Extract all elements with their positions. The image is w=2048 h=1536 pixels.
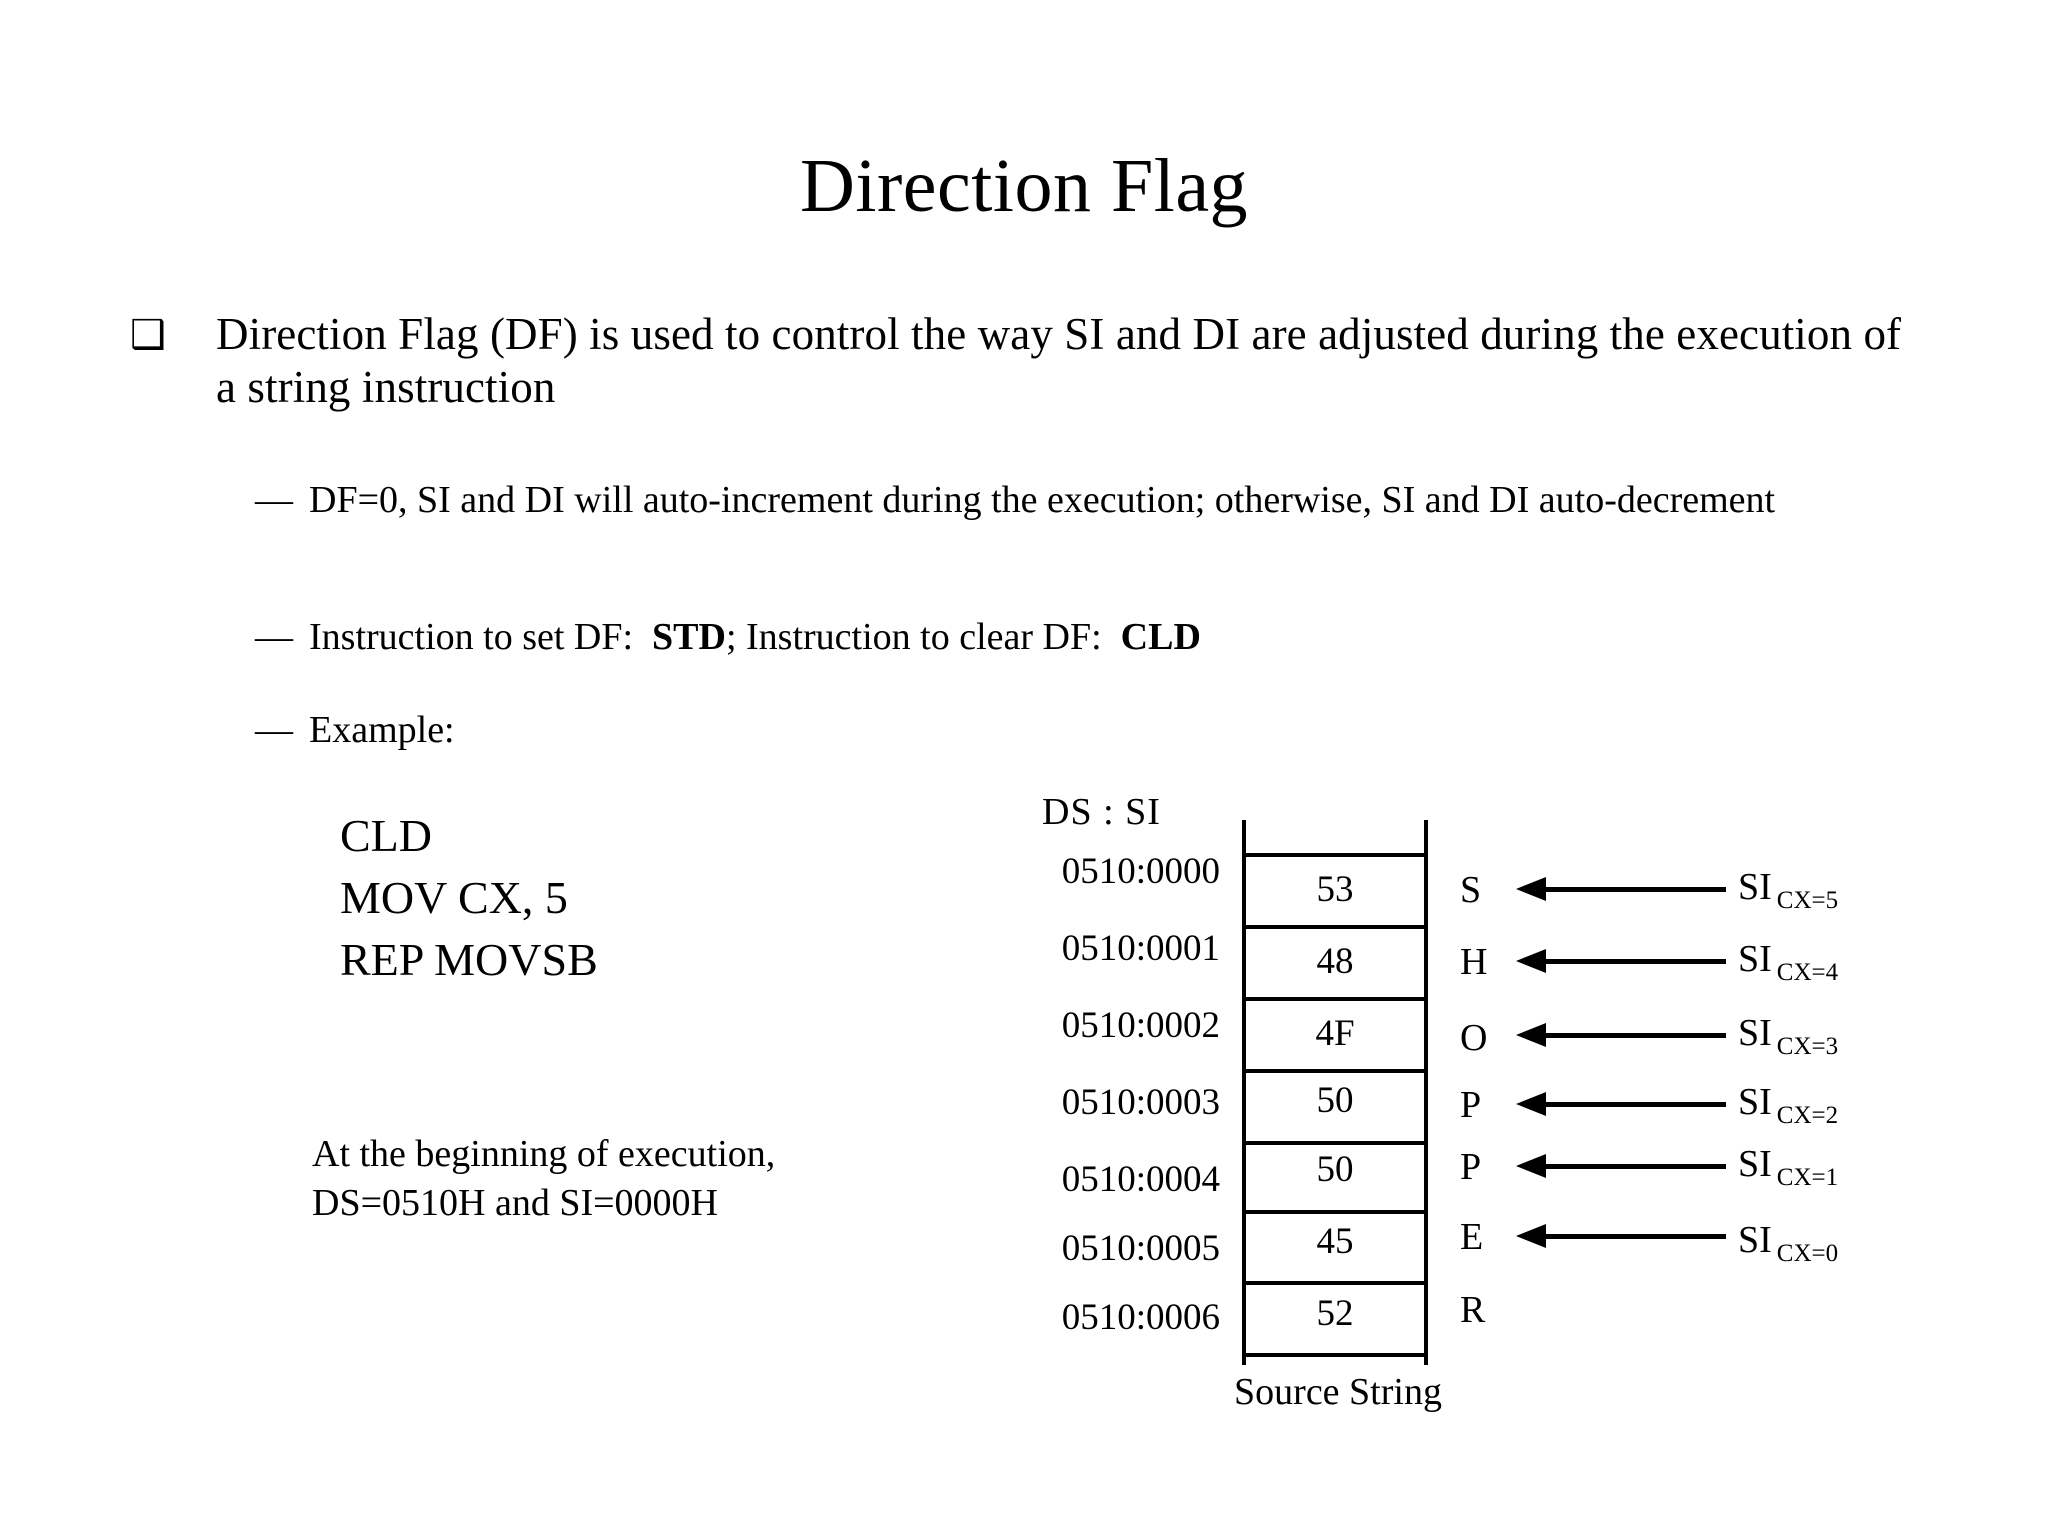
memory-cell-value: 52 [1316,1293,1354,1334]
address-label: 0510:0001 [1061,928,1220,969]
cld-mnemonic: CLD [1120,616,1201,658]
char-letter: E [1460,1216,1484,1258]
main-bullet: ❑ Direction Flag (DF) is used to control… [130,308,1930,414]
char-letter: H [1460,941,1488,983]
code-listing: CLD MOV CX, 5 REP MOVSB [340,805,598,991]
cx-subscript: CX=4 [1776,958,1839,986]
address-label: 0510:0002 [1061,1005,1220,1046]
cx-subscript: CX=5 [1776,886,1839,914]
si-text: SI [1738,1219,1772,1261]
sub-bullet-1-text: DF=0, SI and DI will auto-increment duri… [309,479,1776,521]
table-rule [1242,925,1428,929]
char-letter: O [1460,1017,1488,1059]
cx-subscript: CX=2 [1776,1101,1839,1129]
si-text: SI [1738,938,1772,980]
em-dash-icon: — [255,709,293,751]
table-rule [1242,1353,1428,1357]
cx-subscript: CX=3 [1776,1032,1839,1060]
memory-cell-value: 50 [1316,1149,1354,1190]
note-line: At the beginning of execution, [312,1133,776,1175]
char-letter: S [1460,869,1482,911]
table-right-rail [1424,820,1428,1365]
std-mnemonic: STD [652,616,726,658]
clear-df-prefix: ; Instruction to clear DF: [725,616,1102,658]
si-arrow-icon [1516,1224,1726,1248]
char-letter: P [1460,1146,1482,1188]
ds-si-header: DS : SI [1042,791,1161,833]
table-rule [1242,1069,1428,1073]
si-text: SI [1738,1081,1772,1123]
bullet-square-icon: ❑ [130,312,166,357]
address-label: 0510:0003 [1061,1082,1220,1123]
si-arrow-icon [1516,1092,1726,1116]
memory-table: 53 48 4F 50 50 45 52 [1242,820,1428,1365]
table-rule [1242,1141,1428,1145]
page-title: Direction Flag [799,144,1249,228]
si-arrow-icon [1516,949,1726,973]
si-text: SI [1738,1143,1772,1185]
memory-diagram: DS : SI 0510:0000 0510:0001 0510:0002 05… [1020,790,1920,1413]
memory-cell-value: 53 [1316,869,1354,910]
address-label: 0510:0000 [1061,851,1220,892]
source-string-caption: Source String [1234,1371,1442,1413]
sub-bullet-2-text: Instruction to set DF: STD; Instruction … [309,614,1201,661]
si-text: SI [1738,1012,1772,1054]
si-arrow-icon [1516,877,1726,901]
em-dash-icon: — [255,479,293,521]
sub-bullet-example: — Example: [255,707,955,754]
em-dash-icon: — [255,616,293,658]
memory-cell-value: 45 [1316,1221,1354,1262]
set-df-prefix: Instruction to set DF: [309,616,634,658]
main-bullet-text: Direction Flag (DF) is used to control t… [216,309,1902,413]
address-label: 0510:0004 [1061,1159,1220,1200]
char-letter: P [1460,1084,1482,1126]
table-left-rail [1242,820,1246,1365]
cx-subscript: CX=1 [1776,1163,1839,1191]
note-line: DS=0510H and SI=0000H [312,1181,718,1224]
table-rule [1242,1210,1428,1214]
initial-state-note: At the beginning of execution, DS=0510H … [312,1130,775,1227]
memory-cell-value: 4F [1315,1013,1355,1054]
sub-bullet-3-text: Example: [309,709,455,751]
table-rule [1242,997,1428,1001]
code-line: CLD [340,810,432,861]
cx-subscript: CX=0 [1776,1239,1839,1267]
sub-bullet-instructions: — Instruction to set DF: STD; Instructio… [255,614,1755,661]
si-text: SI [1738,866,1772,908]
table-rule [1242,853,1428,857]
table-rule [1242,1281,1428,1285]
char-letter: R [1460,1289,1486,1331]
sub-bullet-df-zero: — DF=0, SI and DI will auto-increment du… [255,477,1895,524]
code-line: REP MOVSB [340,934,598,986]
address-label: 0510:0005 [1061,1228,1220,1269]
si-arrow-icon [1516,1154,1726,1178]
memory-cell-value: 48 [1316,941,1354,982]
si-arrow-icon [1516,1023,1726,1047]
address-label: 0510:0006 [1061,1297,1220,1338]
memory-cell-value: 50 [1316,1080,1354,1121]
code-line: MOV CX, 5 [340,872,568,924]
